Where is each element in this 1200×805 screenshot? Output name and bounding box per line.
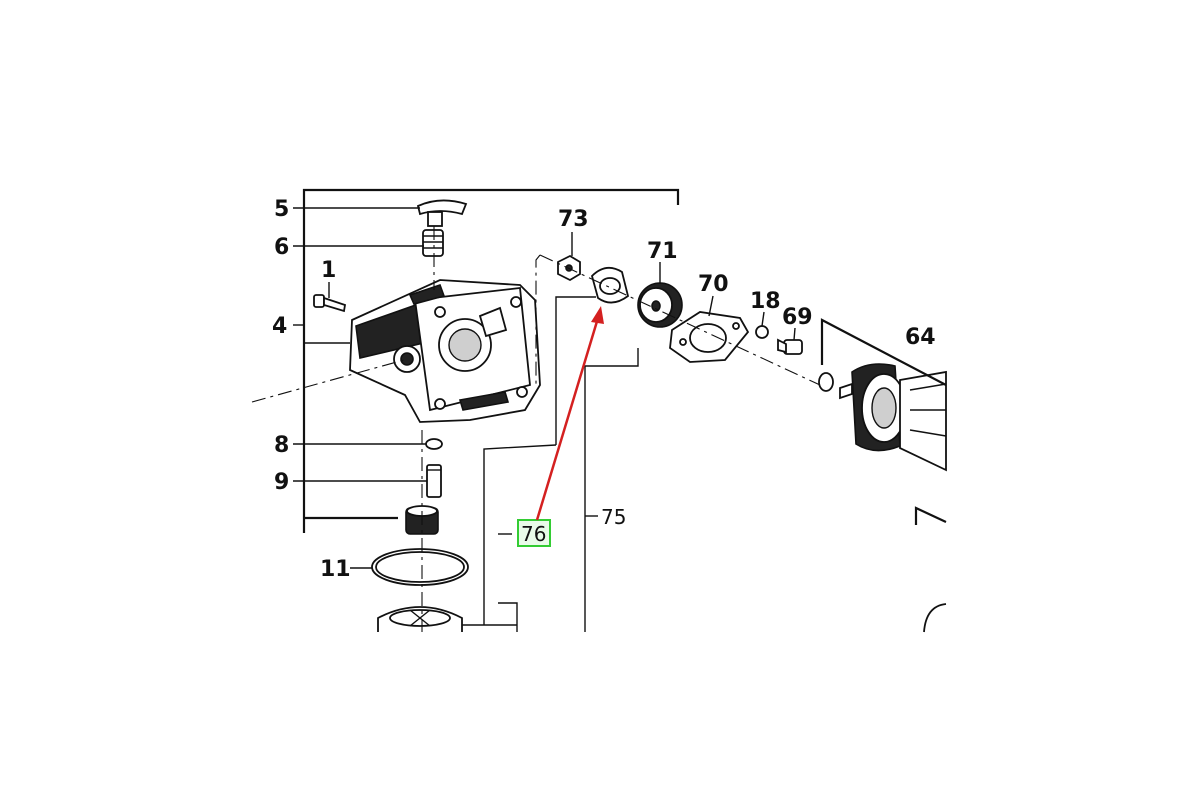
- leader-69: [793, 327, 796, 341]
- label-part-8: 8: [274, 433, 289, 458]
- gear-housing[interactable]: [349, 279, 541, 423]
- label-part-70: 70: [698, 272, 729, 297]
- lock-button-part[interactable]: [416, 199, 468, 227]
- pin-part-9[interactable]: [426, 464, 442, 498]
- label-part-1: 1: [321, 258, 336, 283]
- label-part-9: 9: [274, 470, 289, 495]
- label-part-5: 5: [274, 197, 289, 222]
- screw-part-69[interactable]: [777, 338, 803, 355]
- bracket-64: [820, 318, 947, 386]
- group-bracket-top: [302, 188, 680, 533]
- label-part-4: 4: [272, 314, 287, 339]
- bracket-75: [584, 348, 639, 632]
- ring-part-8[interactable]: [425, 438, 443, 450]
- bracket-64-lower: [914, 506, 947, 525]
- bracket-76-top: [555, 296, 596, 445]
- label-part-76: 76: [521, 522, 546, 546]
- flange-plate-part-70[interactable]: [669, 311, 750, 363]
- label-part-69: 69: [782, 305, 813, 330]
- spring-part[interactable]: [422, 229, 444, 257]
- bottom-flange-part[interactable]: [377, 606, 463, 632]
- bracket-76-side: [483, 444, 557, 625]
- axis-line-main: [539, 254, 821, 386]
- screw-part-1[interactable]: [313, 294, 347, 313]
- o-ring-part-11[interactable]: [371, 548, 469, 586]
- armature-part-64[interactable]: [818, 363, 947, 472]
- label-part-75: 75: [601, 505, 626, 529]
- label-part-18: 18: [750, 289, 781, 314]
- leader-18: [761, 311, 765, 327]
- label-part-11: 11: [320, 557, 351, 582]
- red-pointer-arrow: [535, 306, 604, 521]
- bushing-part-76[interactable]: [590, 266, 630, 304]
- label-part-6: 6: [274, 235, 289, 260]
- label-part-64: 64: [905, 325, 936, 350]
- highlight-box-76[interactable]: [517, 519, 551, 547]
- label-part-71: 71: [647, 239, 678, 264]
- washer-part-18[interactable]: [755, 325, 769, 339]
- partial-part-bottom-right: [923, 603, 947, 633]
- washer-part-71[interactable]: [637, 282, 683, 328]
- label-part-73: 73: [558, 207, 589, 232]
- axis-line-housing: [535, 254, 541, 385]
- bracket-bottom-small: [498, 602, 518, 632]
- leader-70: [708, 295, 714, 317]
